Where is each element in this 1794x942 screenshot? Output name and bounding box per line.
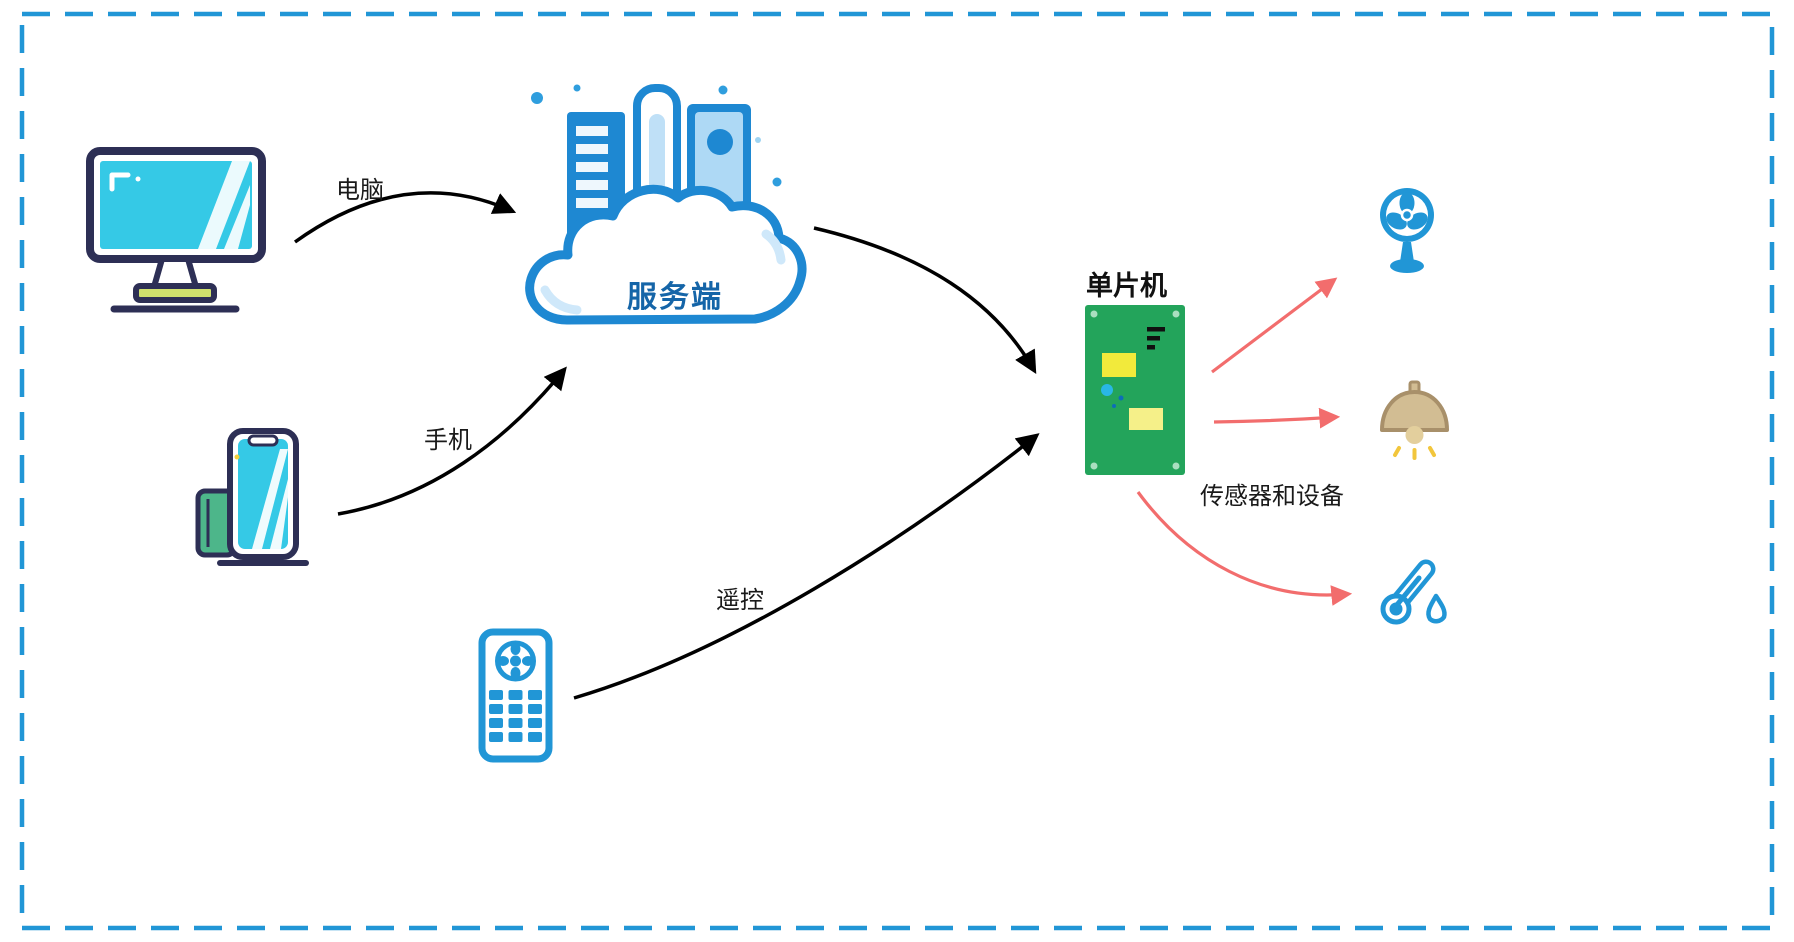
fan-icon (1372, 182, 1442, 277)
remote-icon (478, 628, 553, 763)
phone-icon (190, 425, 320, 570)
remote-label: 遥控 (716, 586, 764, 614)
server-cloud-icon (515, 82, 815, 332)
mcu-label: 单片机 (1086, 271, 1167, 302)
mcu-board-icon (1085, 305, 1185, 475)
computer-label: 电脑 (336, 176, 384, 204)
phone-label: 手机 (424, 426, 472, 454)
lamp-icon (1372, 378, 1457, 463)
thermometer-icon (1372, 556, 1452, 636)
devices-label: 传感器和设备 (1200, 482, 1344, 510)
computer-icon (80, 145, 270, 315)
server-label: 服务端 (627, 280, 723, 315)
